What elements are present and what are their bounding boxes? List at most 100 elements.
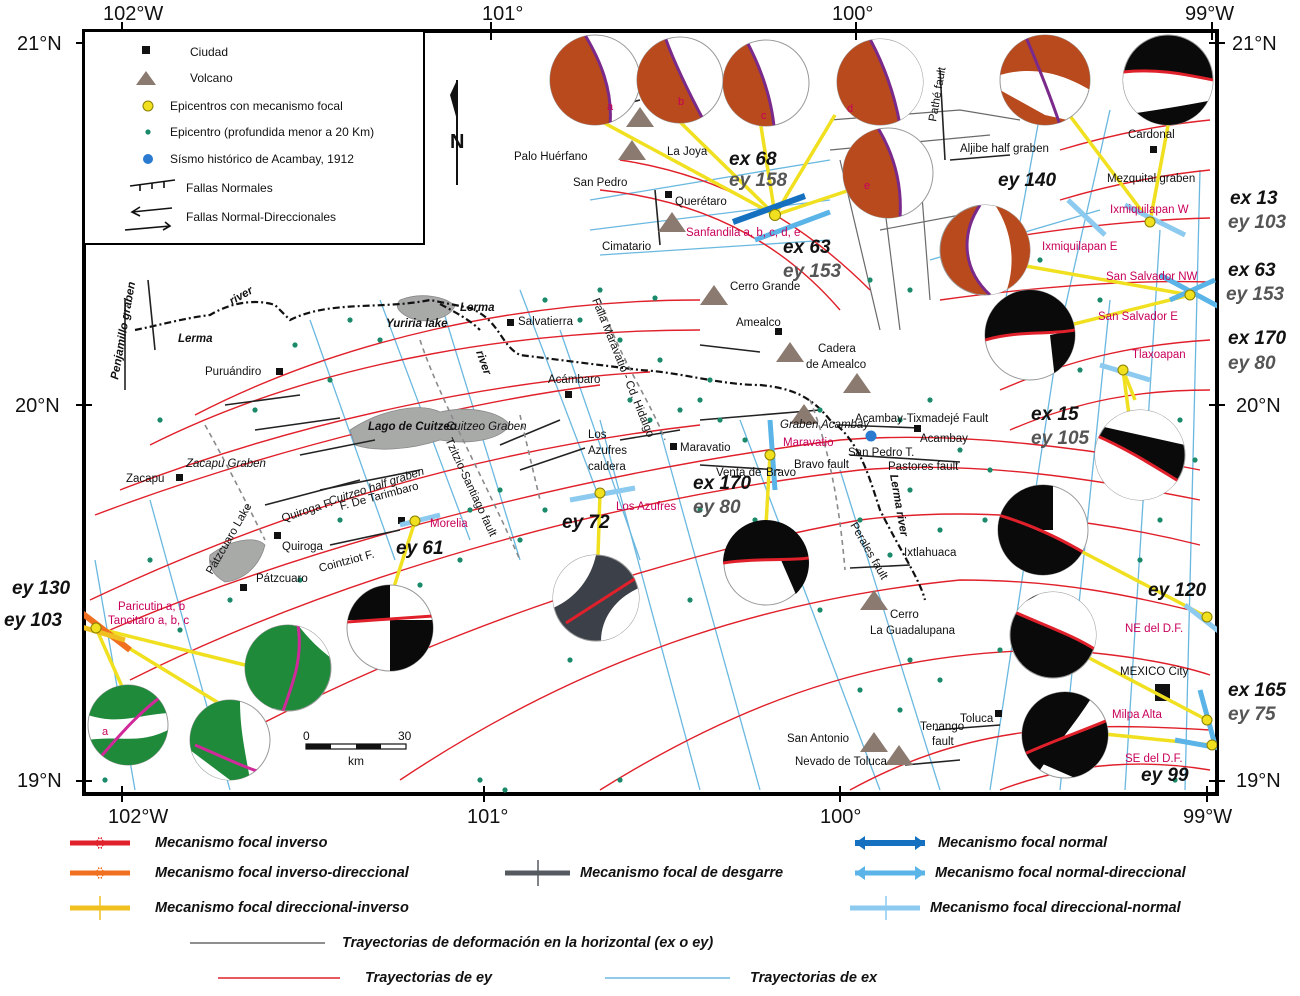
svg-text:30: 30 [398,729,412,743]
svg-text:ey 80: ey 80 [1228,353,1276,374]
fault-line [329,529,401,546]
scale-bar: 0 30 km [303,729,412,768]
bottom-lon-101: 101° [467,806,509,828]
svg-text:ex 170: ex 170 [1228,328,1287,349]
fault-line [299,439,376,456]
svg-text:ey 72: ey 72 [562,512,610,533]
legend-dir-inverso: Mecanismo focal direccional-inverso [155,900,409,916]
fault-line [904,759,961,766]
svg-text:San Salvador E: San Salvador E [1098,311,1178,323]
beachball-ixmiquilapan-w [999,34,1091,126]
legend-dir-normal: Mecanismo focal direccional-normal [930,900,1181,916]
lerma-river [134,298,927,601]
fault-line [254,417,341,431]
svg-text:Cerro: Cerro [890,609,919,621]
ex-line [589,199,831,231]
legend-normal-dir-icon [855,866,925,880]
ex-line [1059,109,1111,331]
fault-line [839,424,921,429]
svg-text:a: a [607,101,614,113]
left-lat-20: 20°N [15,395,60,417]
ex-trajectories [94,59,1201,791]
fault-line [939,69,946,161]
bottom-legend-symbols [70,836,925,979]
ey-line [1059,119,1211,151]
beachball-sanfandila-d: d [836,38,924,126]
fault-line [849,454,961,463]
svg-text:ey 61: ey 61 [396,538,444,559]
svg-text:ey 153: ey 153 [1226,284,1285,305]
svg-text:Toluca: Toluca [960,713,994,725]
svg-text:ey 99: ey 99 [1141,765,1189,786]
right-lat-21: 21°N [1232,33,1277,55]
bottom-lon-102: 102°W [108,806,169,828]
focal-epicenters [90,209,1217,751]
ey-line [129,466,1201,681]
fault-line [499,419,561,446]
beachball-sanfandila-b: b [636,36,724,124]
normal-fault-icon [129,179,176,191]
svg-text:Bravo: Bravo [766,467,796,479]
svg-text:Paricutin a, b: Paricutin a, b [118,601,185,613]
ex-line [599,239,831,256]
svg-text:ey 103: ey 103 [1228,212,1287,233]
beachball-morelia [346,584,434,672]
top-lon-99: 99°W [1185,3,1235,25]
ey-line [119,371,651,491]
fault-line [949,154,1011,161]
volcano-icon [843,373,871,393]
lake-patzcuaro [209,539,266,583]
left-lat-21: 21°N [17,33,62,55]
bottom-lon-100: 100° [820,806,862,828]
svg-text:Lerma: Lerma [460,302,495,314]
lake-cuitzeo [349,407,511,450]
beachball-maravatio [723,520,809,606]
svg-text:ey 75: ey 75 [1228,704,1276,725]
volcano-icon [776,342,804,362]
fault-line [934,724,1001,731]
legend-normal-dir-faults: Fallas Normal-Direccionales [186,210,336,224]
volcano-icon [885,745,913,765]
svg-text:fault: fault [932,736,955,748]
volcano-icon [618,140,646,160]
svg-text:Acambay-Tixmadejé Fault: Acambay-Tixmadejé Fault [855,413,989,425]
ex-line [519,289,601,501]
svg-text:0: 0 [303,729,310,743]
svg-text:Zacapu Graben: Zacapu Graben [185,458,266,470]
svg-text:Cuitzeo Graben: Cuitzeo Graben [446,421,527,433]
beachball-se-df [1021,691,1109,779]
svg-text:Quiroga: Quiroga [282,541,324,553]
legend-ciudad: Ciudad [190,45,228,59]
ex-line [559,329,641,561]
svg-text:Maravatio: Maravatio [680,442,731,454]
svg-text:Pastores fault: Pastores fault [888,461,959,473]
svg-text:San Antonio: San Antonio [787,733,849,745]
svg-text:ex 170: ex 170 [693,473,752,494]
beachball-los-azufres [552,554,640,642]
svg-text:a: a [102,726,109,738]
svg-text:Tancitaro a, b, c: Tancitaro a, b, c [108,615,189,627]
beachball-sanfandila-c: c [722,39,810,127]
shallow-epicenters [102,257,1198,793]
right-lat-19: 19°N [1236,770,1281,792]
svg-text:Maravatio: Maravatio [783,437,834,449]
ey-line [1009,389,1211,431]
legend-inverso-dir-icon [70,867,130,879]
legend-normal-dir: Mecanismo focal normal-direccional [935,865,1186,881]
svg-text:San Pedro: San Pedro [573,177,627,189]
legend-dir-inverso-icon [70,896,130,920]
svg-text:ey 105: ey 105 [1031,428,1090,449]
legend-inverso-icon [70,837,130,849]
svg-text:Acámbaro: Acámbaro [548,374,600,386]
svg-text:Los Azufres: Los Azufres [616,501,676,513]
svg-text:Tenango: Tenango [920,721,964,733]
volcanoes [618,107,913,765]
legend-normal: Mecanismo focal normal [938,835,1108,851]
rivers [134,298,927,601]
lerma-river-upper [439,303,481,331]
beachball-paricutin [244,624,332,712]
svg-text:Morelia: Morelia [430,518,468,530]
top-lon-102: 102°W [103,3,164,25]
svg-text:ex 15: ex 15 [1031,404,1079,425]
